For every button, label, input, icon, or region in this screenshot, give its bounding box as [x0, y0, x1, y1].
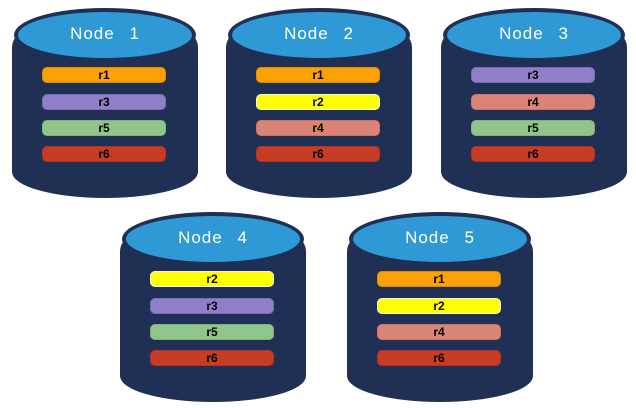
replica-label: r1 — [312, 68, 324, 82]
replica-bar: r2 — [150, 271, 274, 287]
replica-label: r6 — [312, 147, 324, 161]
replica-bar: r5 — [42, 120, 166, 136]
replica-label: r1 — [433, 272, 445, 286]
node-title: Node 5 — [405, 228, 475, 247]
replica-label: r2 — [433, 299, 445, 313]
replica-bar: r1 — [377, 271, 501, 287]
replica-label: r5 — [527, 121, 539, 135]
replica-label: r4 — [527, 95, 539, 109]
node-title: Node 3 — [499, 24, 569, 43]
replica-bar: r3 — [42, 94, 166, 110]
replica-bar: r6 — [42, 146, 166, 162]
replica-label: r3 — [98, 95, 110, 109]
database-node-4: Node 4 r2 r3 r5 r6 — [120, 212, 306, 402]
replica-bar: r2 — [256, 94, 380, 110]
node-title: Node 1 — [70, 24, 140, 43]
replica-label: r5 — [98, 121, 110, 135]
replica-label: r3 — [527, 68, 539, 82]
replica-bar: r6 — [256, 146, 380, 162]
replica-bar: r5 — [150, 324, 274, 340]
cylinder-top: Node 4 — [122, 212, 304, 266]
replica-label: r6 — [206, 351, 218, 365]
replica-bar: r4 — [471, 94, 595, 110]
replica-list: r1 r3 r5 r6 — [12, 8, 198, 198]
replica-bar: r1 — [42, 67, 166, 83]
database-node-1: Node 1 r1 r3 r5 r6 — [12, 8, 198, 198]
database-node-3: Node 3 r3 r4 r5 r6 — [441, 8, 627, 198]
node-title: Node 2 — [284, 24, 354, 43]
replica-label: r5 — [206, 325, 218, 339]
replica-label: r2 — [312, 95, 324, 109]
replica-bar: r1 — [256, 67, 380, 83]
cylinder-top: Node 3 — [443, 8, 625, 62]
replica-label: r6 — [527, 147, 539, 161]
node-title: Node 4 — [178, 228, 248, 247]
database-node-5: Node 5 r1 r2 r4 r6 — [347, 212, 533, 402]
replica-list: r1 r2 r4 r6 — [347, 212, 533, 402]
replica-list: r1 r2 r4 r6 — [226, 8, 412, 198]
replica-bar: r6 — [471, 146, 595, 162]
replica-label: r2 — [206, 272, 218, 286]
replica-bar: r6 — [150, 350, 274, 366]
replica-list: r3 r4 r5 r6 — [441, 8, 627, 198]
cylinder-top: Node 2 — [228, 8, 410, 62]
replica-label: r3 — [206, 299, 218, 313]
replica-bar: r4 — [256, 120, 380, 136]
replica-bar: r2 — [377, 298, 501, 314]
cylinder-top: Node 5 — [349, 212, 531, 266]
database-node-2: Node 2 r1 r2 r4 r6 — [226, 8, 412, 198]
replica-label: r6 — [433, 351, 445, 365]
replica-label: r4 — [433, 325, 445, 339]
replica-label: r4 — [312, 121, 324, 135]
replica-bar: r6 — [377, 350, 501, 366]
cylinder-top: Node 1 — [14, 8, 196, 62]
replica-bar: r3 — [150, 298, 274, 314]
replica-bar: r5 — [471, 120, 595, 136]
replica-label: r6 — [98, 147, 110, 161]
replica-bar: r4 — [377, 324, 501, 340]
replica-list: r2 r3 r5 r6 — [120, 212, 306, 402]
replica-bar: r3 — [471, 67, 595, 83]
replica-label: r1 — [98, 68, 110, 82]
